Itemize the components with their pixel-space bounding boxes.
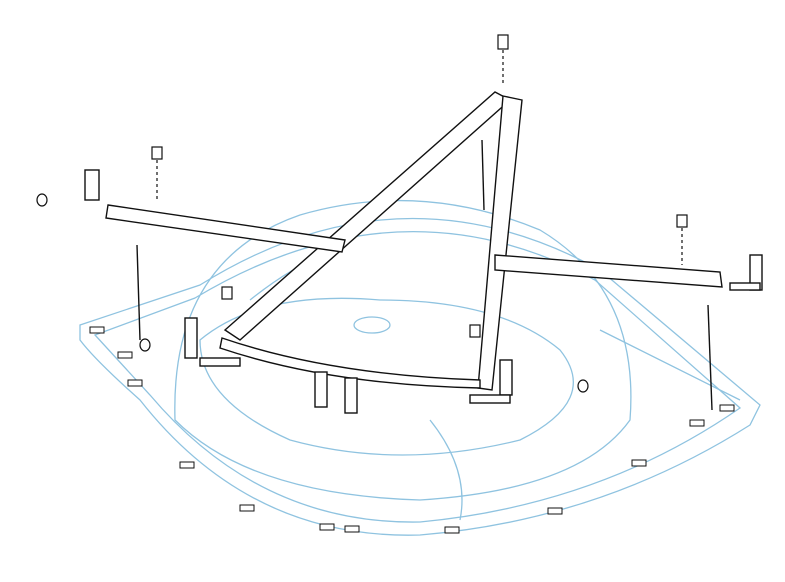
clip-icon [179,461,195,469]
bracket-front-1 [314,371,328,408]
left-crossbar [105,204,346,253]
foot-pad-1 [199,357,241,367]
bolt-icon [497,34,509,50]
clip-icon [117,351,133,359]
foot-pad-3 [729,282,761,291]
tub-basin [199,297,574,456]
washer-icon [577,379,589,393]
clip-icon [719,404,735,412]
clip-icon [547,507,563,515]
rear-bar [477,95,523,391]
bathtub-outline [79,199,761,536]
bolts [36,34,688,393]
bolt-icon [221,286,233,300]
bolt-icon [676,214,688,228]
right-crossbar [494,254,723,288]
front-arc-bar [219,337,481,389]
diagonal-bar [223,91,512,341]
tub-inner-rim [93,231,742,523]
clip-icon [689,419,705,427]
clip-icon [444,526,460,534]
washer-icon [36,193,48,207]
rear-leg [481,139,485,211]
foot-pad-2 [469,394,511,404]
clip-icon [127,379,143,387]
bolt-icon [469,324,481,338]
clip-icon [89,326,105,334]
clip-icon [631,459,647,467]
bracket-left-2 [184,317,198,359]
support-frame [84,91,763,414]
clip-icon [319,523,335,531]
left-leg [136,244,141,341]
bracket-left [84,169,100,201]
bolt-icon [151,146,163,160]
tub-outer-rim [79,217,761,536]
rim-clips [89,326,735,534]
right-leg [707,304,713,411]
tub-drain [353,316,391,334]
bracket-front-2 [344,377,358,414]
washer-icon [139,338,151,352]
clip-icon [344,525,360,533]
clip-icon [239,504,255,512]
bracket-rear [499,359,513,396]
